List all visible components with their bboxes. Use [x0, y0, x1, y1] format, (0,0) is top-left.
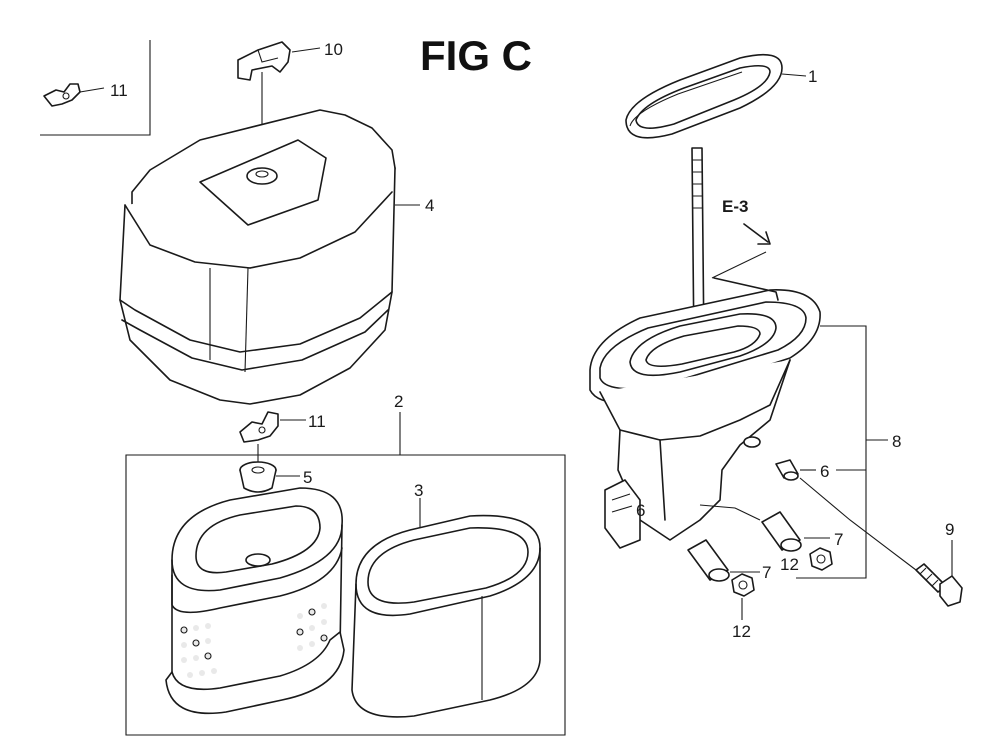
callout-7b: 7 — [762, 563, 771, 582]
nut-right — [809, 547, 833, 571]
leader-8-bracket — [796, 325, 867, 579]
collar-right — [761, 511, 802, 552]
callout-11a: 11 — [110, 81, 128, 100]
leader-11a — [79, 87, 105, 93]
leader-6b — [699, 504, 761, 521]
kit-bracket-2 — [125, 454, 566, 736]
callout-9: 9 — [945, 520, 954, 539]
foam-pre-cleaner — [351, 514, 541, 718]
leader-1 — [781, 73, 807, 77]
pin-upper — [775, 459, 799, 481]
reference-arrowhead — [757, 231, 771, 245]
callout-4: 4 — [425, 196, 434, 215]
callout-1: 1 — [808, 67, 817, 86]
clip-part — [237, 41, 291, 81]
callout-8: 8 — [892, 432, 901, 451]
callout-6a: 6 — [820, 462, 829, 481]
flange-bolt — [915, 563, 963, 607]
callout-11b: 11 — [308, 412, 326, 431]
paper-filter-element — [165, 487, 345, 715]
air-cleaner-cover — [119, 109, 396, 405]
callout-12b: 12 — [732, 622, 751, 641]
wing-nut — [239, 411, 279, 443]
leader-10 — [291, 47, 321, 53]
callout-3: 3 — [414, 481, 423, 500]
callout-10: 10 — [324, 40, 343, 59]
figure-title: FIG C — [420, 32, 532, 79]
wing-nut-inset — [43, 83, 81, 107]
callout-2: 2 — [394, 392, 403, 411]
callout-12a: 12 — [780, 555, 799, 574]
reference-arrow — [743, 223, 769, 243]
callout-5: 5 — [303, 468, 312, 487]
collar-left — [687, 539, 730, 582]
axis-line-bolt — [799, 477, 917, 571]
callout-6b: 6 — [636, 501, 645, 520]
air-cleaner-case — [589, 277, 821, 549]
grommet — [239, 461, 277, 493]
callout-7a: 7 — [834, 530, 843, 549]
gasket — [625, 53, 783, 139]
reference-line — [711, 251, 767, 279]
nut-left — [731, 573, 755, 597]
reference-e3: E-3 — [722, 197, 748, 216]
inset-bracket — [40, 40, 151, 136]
